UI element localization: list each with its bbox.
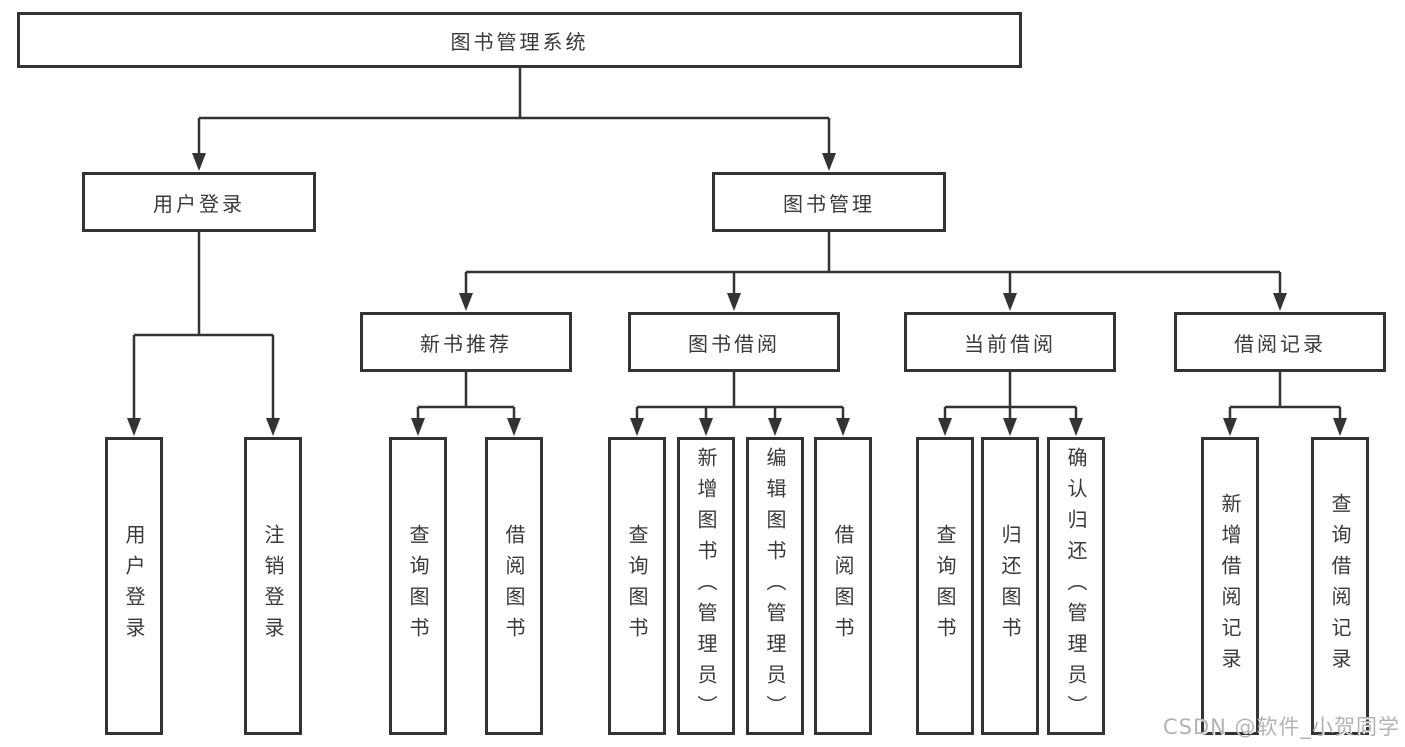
- node-new-book-recommend-label: 新书推荐: [420, 331, 512, 356]
- leaf-br-query-record: 查询借阅记录: [1311, 437, 1369, 735]
- leaf-br-add-record: 新增借阅记录: [1201, 437, 1259, 735]
- node-book-borrow: 图书借阅: [628, 312, 840, 372]
- leaf-cb-query-books: 查询图书: [916, 437, 974, 735]
- leaf-bb-query-books-label: 查询图书: [625, 524, 649, 648]
- node-root: 图书管理系统: [17, 12, 1022, 68]
- leaf-user-login: 用户登录: [105, 437, 163, 735]
- arrowheads: [127, 153, 1347, 436]
- leaf-bb-query-books: 查询图书: [608, 437, 666, 735]
- leaf-br-add-record-label: 新增借阅记录: [1218, 493, 1242, 679]
- node-current-borrow-label: 当前借阅: [964, 331, 1056, 356]
- node-user-login: 用户登录: [82, 172, 316, 232]
- leaf-user-login-label: 用户登录: [122, 524, 146, 648]
- leaf-bb-add-books: 新增图书（管理员）: [677, 437, 735, 735]
- leaf-logout-label: 注销登录: [261, 524, 285, 648]
- node-user-login-label: 用户登录: [153, 191, 245, 216]
- leaf-cb-return-books-label: 归还图书: [998, 524, 1022, 648]
- leaf-cb-confirm-return-label: 确认归还（管理员）: [1064, 446, 1088, 726]
- leaf-br-query-record-label: 查询借阅记录: [1328, 493, 1352, 679]
- leaf-nbr-borrow-books-label: 借阅图书: [502, 524, 526, 648]
- node-new-book-recommend: 新书推荐: [360, 312, 572, 372]
- leaf-logout: 注销登录: [244, 437, 302, 735]
- node-root-label: 图书管理系统: [450, 29, 589, 54]
- leaf-cb-return-books: 归还图书: [981, 437, 1039, 735]
- node-book-management-label: 图书管理: [783, 191, 875, 216]
- leaf-bb-add-books-label: 新增图书（管理员）: [694, 446, 718, 726]
- leaf-cb-query-books-label: 查询图书: [933, 524, 957, 648]
- node-borrow-records-label: 借阅记录: [1234, 331, 1326, 356]
- node-current-borrow: 当前借阅: [904, 312, 1116, 372]
- leaf-cb-confirm-return: 确认归还（管理员）: [1047, 437, 1105, 735]
- leaf-nbr-query-books-label: 查询图书: [406, 524, 430, 648]
- leaf-nbr-query-books: 查询图书: [389, 437, 447, 735]
- csdn-watermark: CSDN @软件_小贺同学: [1163, 715, 1401, 739]
- node-borrow-records: 借阅记录: [1174, 312, 1386, 372]
- node-book-borrow-label: 图书借阅: [688, 331, 780, 356]
- node-book-management: 图书管理: [712, 172, 946, 232]
- leaf-nbr-borrow-books: 借阅图书: [485, 437, 543, 735]
- leaf-bb-edit-books-label: 编辑图书（管理员）: [763, 446, 787, 726]
- leaf-bb-edit-books: 编辑图书（管理员）: [746, 437, 804, 735]
- leaf-bb-borrow-books: 借阅图书: [814, 437, 872, 735]
- leaf-bb-borrow-books-label: 借阅图书: [831, 524, 855, 648]
